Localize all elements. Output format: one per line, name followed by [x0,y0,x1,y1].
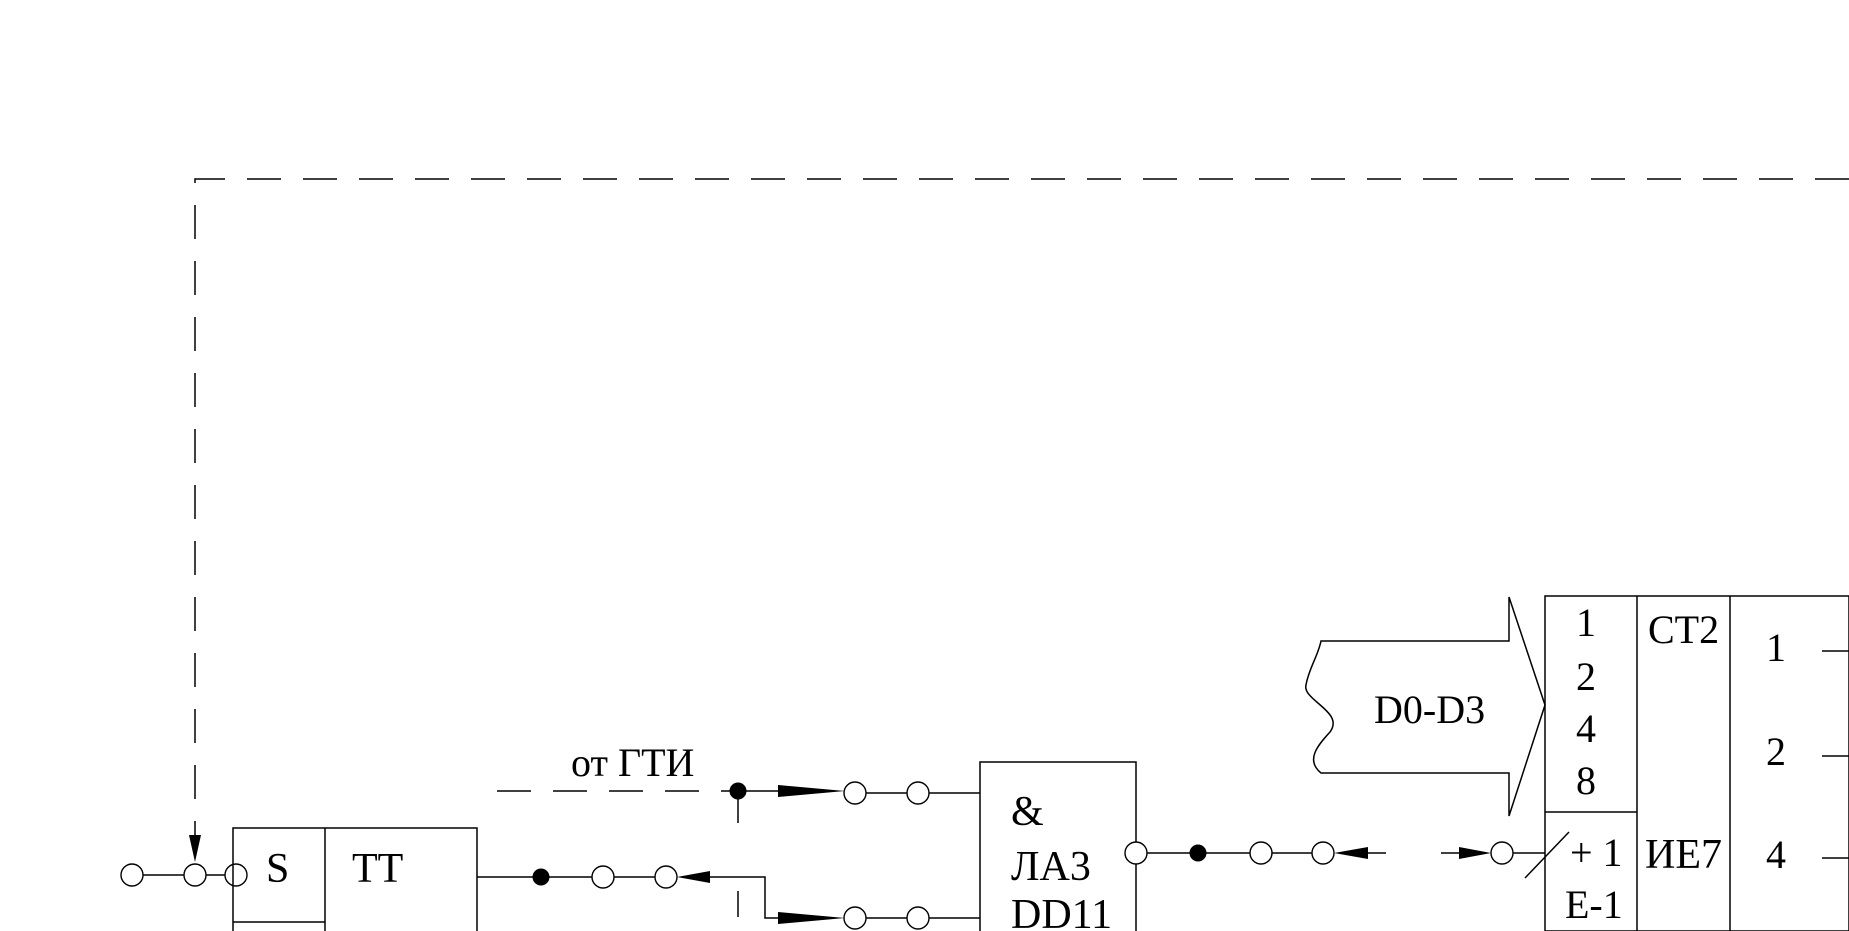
counter-input-2: 2 [1576,654,1596,699]
pin-ring [1490,841,1514,865]
bus-label: D0-D3 [1374,687,1485,732]
counter-function-label: CT2 [1648,607,1719,652]
and-gate-type-label: ЛА3 [1011,844,1091,890]
counter-output-2: 2 [1766,729,1786,774]
trigger-block: S TT [232,827,478,931]
pin-ring [183,863,207,887]
junction-dot [1189,844,1207,862]
pin-ring [906,781,930,805]
dashed-feedback-frame [189,178,1849,862]
pin-ring [1311,841,1335,865]
and-gate-designator-label: DD11 [1011,892,1112,931]
dynamic-input-mark [1524,831,1570,879]
gti-arrow-icon [778,785,845,797]
pin-ring [1249,841,1273,865]
counter-input-arrow-icon [1459,847,1491,859]
feedback-arrow-icon [677,871,710,883]
gti-source-label: от ГТИ [571,740,694,785]
trigger-type-label: TT [352,846,403,892]
pin-ring [224,863,248,887]
pin-ring [843,906,867,930]
pin-ring [120,863,144,887]
pin-ring [843,781,867,805]
inverted-output-ring [1124,841,1148,865]
counter-input-8: 8 [1576,758,1596,803]
data-bus-arrow: D0-D3 [1305,596,1546,817]
pin-ring [654,865,678,889]
and-gate-block: & ЛА3 DD11 [979,761,1137,931]
junction-dot [532,868,550,886]
pin-ring [906,906,930,930]
counter-input-1: 1 [1576,600,1596,645]
gti-input-line: от ГТИ [497,740,980,823]
trigger-output-chain [477,865,980,930]
and-gate-function-label: & [1011,789,1044,835]
left-input-chain [120,863,248,887]
output-arrow-icon [1334,847,1368,859]
counter-block: 1 2 4 8 CT2 ИЕ7 + 1 E-1 1 2 4 [1544,595,1849,931]
counter-input-4: 4 [1576,706,1596,751]
counter-count-up-label: + 1 [1570,830,1623,875]
and-output-chain [1124,831,1570,879]
pin-ring [591,865,615,889]
counter-output-4: 4 [1766,832,1786,877]
trigger-set-input-label: S [266,846,289,892]
counter-type-label: ИЕ7 [1645,832,1722,878]
counter-output-1: 1 [1766,625,1786,670]
counter-enable-label: E-1 [1565,882,1623,927]
input-arrow-icon [778,912,845,924]
